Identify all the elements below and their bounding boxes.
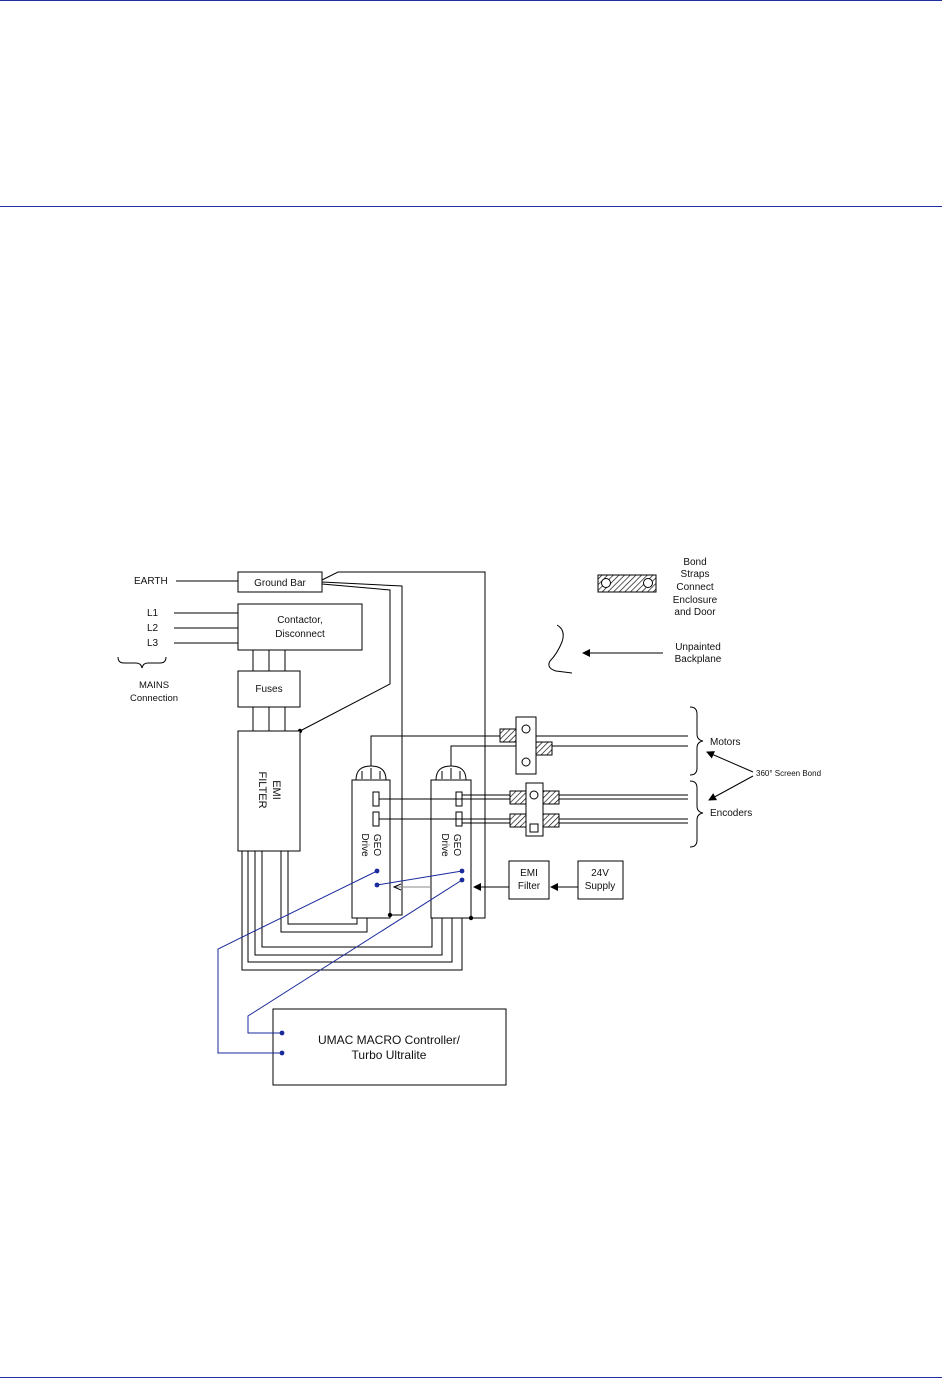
- encoders-label: Encoders: [710, 808, 752, 819]
- encoder-screen-clamp: [509, 782, 560, 837]
- ground-bar: Ground Bar: [237, 571, 323, 593]
- emi-filter: EMI FILTER: [237, 730, 301, 852]
- motor-screen-clamp: [499, 716, 553, 775]
- ground-bar-label: Ground Bar: [254, 578, 306, 589]
- contactor-disconnect: Contactor, Disconnect: [237, 603, 363, 651]
- bond-straps-line2: Straps: [681, 569, 710, 580]
- mains-caption-line1: MAINS: [139, 680, 169, 691]
- contactor-label-line1: Contactor,: [277, 615, 323, 626]
- l1-label: L1: [147, 608, 159, 619]
- l2-label: L2: [147, 623, 159, 634]
- controller-label-line2: Turbo Ultralite: [352, 1048, 427, 1062]
- legend-backplane: Unpainted Backplane: [548, 624, 722, 674]
- mains-input: EARTH L1 L2 L3 MAINS Connection: [117, 576, 238, 704]
- 24v-supply: 24V Supply: [577, 860, 624, 900]
- backplane-label-line2: Backplane: [675, 654, 722, 665]
- bond-straps-line4: Enclosure: [673, 595, 718, 606]
- emi-filter-label-line2: FILTER: [256, 771, 268, 808]
- earth-label: EARTH: [134, 576, 168, 587]
- geo-drive-a: GEO Drive: [351, 765, 391, 919]
- fuses: Fuses: [237, 670, 301, 708]
- l3-label: L3: [147, 638, 159, 649]
- mains-caption-line2: Connection: [130, 693, 178, 704]
- bond-straps-line3: Connect: [676, 582, 713, 593]
- drive-b-label-line1: GEO: [451, 834, 462, 856]
- mains-brace: [117, 656, 167, 669]
- umac-macro-controller: UMAC MACRO Controller/ Turbo Ultralite: [272, 1008, 507, 1086]
- dc-emi-filter: EMI Filter: [508, 860, 550, 900]
- macro-signal-wiring: [217, 868, 465, 1056]
- supply-label-line1: 24V: [591, 868, 609, 879]
- backplane-label-line1: Unpainted: [675, 642, 721, 653]
- motors-brace: [689, 706, 704, 776]
- geo-drive-b: GEO Drive: [430, 765, 472, 919]
- emi-filter-label-line1: EMI: [270, 780, 282, 800]
- contactor-label-line2: Disconnect: [275, 629, 325, 640]
- drive-b-label-line2: Drive: [439, 833, 450, 857]
- dc-emi-filter-label-line1: EMI: [520, 868, 538, 879]
- header-rule-bottom: [0, 206, 942, 207]
- encoders-brace: [689, 780, 704, 848]
- controller-label-line1: UMAC MACRO Controller/: [318, 1033, 461, 1047]
- bond-straps-line5: and Door: [674, 607, 716, 618]
- screen-bond-label: 360° Screen Bond: [756, 769, 821, 778]
- supply-label-line2: Supply: [585, 881, 616, 892]
- drive-a-label-line2: Drive: [359, 833, 370, 857]
- dc-emi-filter-label-line2: Filter: [518, 881, 541, 892]
- bond-straps-line1: Bond: [683, 557, 706, 568]
- header-rule-top: [0, 0, 942, 1]
- legend-bond-straps: Bond Straps Connect Enclosure and Door: [597, 557, 718, 618]
- drive-a-label-line1: GEO: [371, 834, 382, 856]
- fuses-label: Fuses: [255, 684, 282, 695]
- motors-label: Motors: [710, 737, 741, 748]
